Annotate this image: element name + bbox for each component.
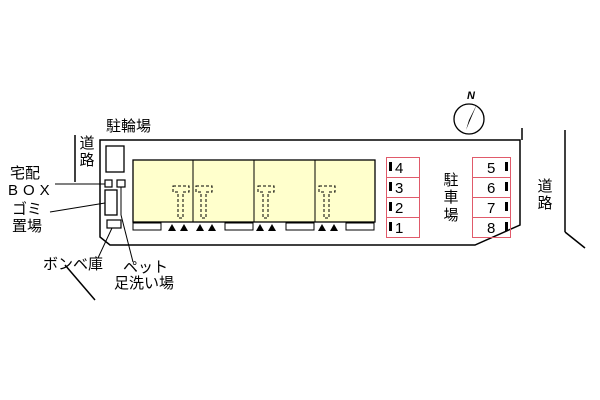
parking-space-number: 5 xyxy=(487,160,496,177)
road-line-right-lower xyxy=(564,231,586,249)
wheel-stops xyxy=(505,162,508,232)
compass-north-label: N xyxy=(467,90,475,102)
garbage-label-line2: 置場 xyxy=(12,217,43,235)
bicycle-parking-label: 駐輪場 xyxy=(106,117,152,135)
garbage-area xyxy=(104,189,118,216)
north-arrow-icon xyxy=(466,104,477,130)
pet-wash-label-line2: 足洗い場 xyxy=(114,274,175,292)
pet-wash-label-line1: ペット xyxy=(123,258,169,276)
gas-cylinder-label: ボンベ庫 xyxy=(43,255,104,273)
leader-garbage xyxy=(49,202,106,213)
wheel-stops xyxy=(389,162,392,232)
parking-space: 2 xyxy=(387,198,419,218)
parking-group-right: 5 6 7 8 xyxy=(472,157,511,238)
parking-group-left: 4 3 2 1 xyxy=(386,157,420,238)
delivery-box-label-line1: 宅配 xyxy=(10,164,41,182)
garbage-label-line1: ゴミ xyxy=(12,200,43,218)
parking-space-number: 6 xyxy=(487,180,496,197)
site-boundary xyxy=(99,139,521,246)
compass xyxy=(453,103,485,135)
parking-space-number: 4 xyxy=(395,160,404,177)
delivery-box xyxy=(104,179,113,188)
road-label-left: 道路 xyxy=(79,134,95,170)
leader-pet-wash-b xyxy=(120,214,134,263)
entrance-markers xyxy=(168,224,338,231)
delivery-box-label-line2: BOX xyxy=(8,182,55,199)
utility-boxes xyxy=(132,222,375,231)
parking-label: 駐車場 xyxy=(443,171,459,224)
parking-space: 7 xyxy=(473,198,510,218)
road-label-right: 道路 xyxy=(537,177,553,213)
parking-space: 8 xyxy=(473,218,510,237)
parking-space-number: 8 xyxy=(487,220,496,237)
leader-gas-cylinder xyxy=(97,227,113,259)
pet-wash-box xyxy=(116,179,126,188)
parking-space-number: 2 xyxy=(395,200,404,217)
parking-space-number: 7 xyxy=(487,200,496,217)
parking-space-number: 1 xyxy=(395,220,404,237)
road-line-left-lower xyxy=(64,264,96,301)
parking-space: 3 xyxy=(387,178,419,198)
parking-space: 6 xyxy=(473,178,510,198)
bicycle-parking-box xyxy=(105,145,125,173)
parking-space: 1 xyxy=(387,218,419,237)
parking-space: 5 xyxy=(473,158,510,178)
parking-space: 4 xyxy=(387,158,419,178)
gas-cylinder-box xyxy=(106,219,122,229)
parking-space-number: 3 xyxy=(395,180,404,197)
interior-stairs xyxy=(172,185,336,219)
